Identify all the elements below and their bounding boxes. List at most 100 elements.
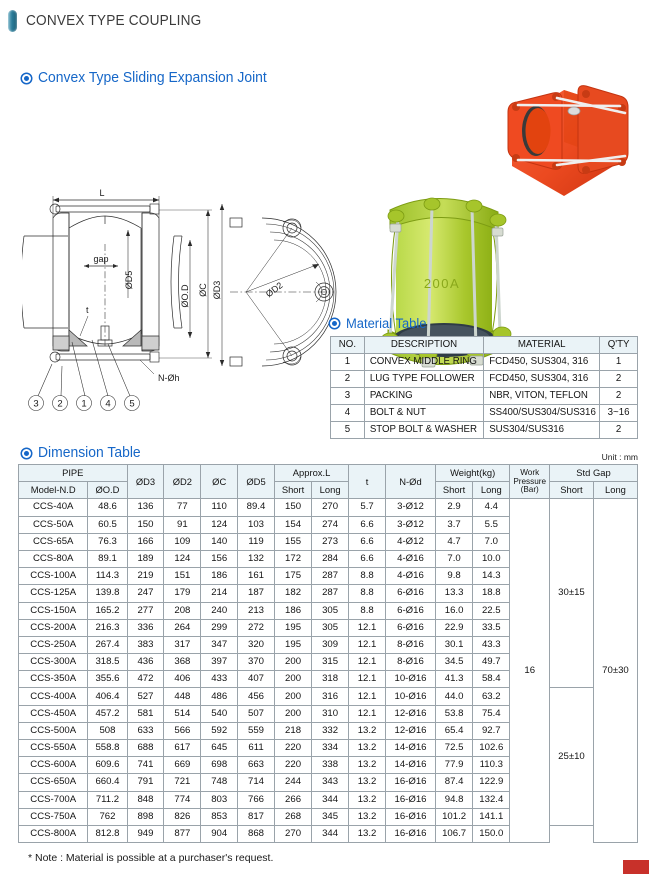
section-heading-material-label: Material Table	[346, 316, 427, 331]
dim-cell-l-long: 334	[311, 738, 350, 758]
material-cell-mat: SS400/SUS304/SUS316	[483, 404, 601, 422]
dim-cell-w-short: 22.9	[434, 618, 474, 637]
material-cell-qty: 2	[599, 387, 638, 405]
dim-cell-od: 406.4	[87, 687, 128, 706]
dim-cell-d3: 949	[126, 824, 165, 844]
dim-cell-nod: 4-Ø12	[384, 532, 436, 551]
dim-cell-std-gap-short-group1: 30±15	[549, 498, 594, 689]
dim-cell-t: 8.8	[348, 567, 386, 586]
drawing-label-d5: ØD5	[124, 271, 134, 290]
dim-cell-nod: 4-Ø16	[384, 549, 436, 569]
dim-cell-nod: 8-Ø16	[384, 653, 436, 672]
product-photos: 200A	[352, 62, 642, 368]
dim-cell-w-long: 18.8	[472, 584, 511, 603]
drawing-callout-2: 2	[57, 399, 62, 410]
dim-cell-d3: 150	[126, 515, 165, 534]
table-row: 3 PACKING NBR, VITON, TEFLON 2	[330, 387, 638, 405]
dim-cell-l-long: 270	[311, 498, 350, 517]
dim-cell-l-short: 195	[273, 618, 313, 637]
dim-cell-nod: 8-Ø16	[384, 635, 436, 655]
dim-cell-t: 12.1	[348, 670, 386, 689]
dim-cell-od: 60.5	[87, 515, 128, 534]
dim-cell-od: 609.6	[87, 756, 128, 775]
dim-cell-model: CCS-700A	[17, 790, 89, 809]
dim-cell-nod: 6-Ø16	[384, 584, 436, 603]
dim-cell-nod: 16-Ø16	[384, 807, 436, 826]
material-cell-no: 1	[330, 353, 365, 371]
dim-cell-d5: 213	[237, 601, 275, 620]
dim-sub-gap-long: Long	[592, 481, 639, 500]
dim-cell-t: 6.6	[348, 549, 386, 569]
dim-cell-l-short: 195	[273, 635, 313, 655]
dim-sub-gap-short: Short	[549, 481, 594, 500]
dim-cell-c: 140	[200, 532, 239, 551]
dim-cell-c: 748	[200, 773, 239, 792]
dim-cell-d2: 514	[163, 704, 202, 723]
dim-cell-l-long: 318	[311, 670, 350, 689]
dim-col-d5: ØD5	[237, 463, 275, 500]
dim-cell-d3: 219	[126, 567, 165, 586]
dim-cell-d3: 166	[126, 532, 165, 551]
dim-cell-l-short: 172	[273, 549, 313, 569]
dim-cell-model: CCS-550A	[17, 738, 89, 758]
section-heading-joint: Convex Type Sliding Expansion Joint	[22, 70, 276, 86]
dim-cell-d2: 406	[163, 670, 202, 689]
dim-cell-t: 13.2	[348, 773, 386, 792]
material-cell-desc: CONVEX MIDDLE RING	[363, 353, 485, 371]
technical-drawing: L gap t N-Øh ØD5 ØO.D ØC ØD3 ØD2 3 2 1 4…	[22, 178, 342, 418]
dim-cell-model: CCS-350A	[17, 670, 89, 689]
dim-col-std-gap: Std Gap	[549, 463, 638, 483]
dim-cell-w-short: 53.8	[434, 704, 474, 723]
dim-cell-t: 12.1	[348, 653, 386, 672]
dim-cell-t: 12.1	[348, 687, 386, 706]
dim-cell-d5: 320	[237, 635, 275, 655]
bullet-icon	[22, 448, 31, 458]
dim-cell-nod: 14-Ø16	[384, 756, 436, 775]
corner-mark	[623, 860, 649, 874]
dim-col-weight: Weight(kg)	[434, 463, 511, 483]
dim-cell-d5: 663	[237, 756, 275, 775]
dim-cell-nod: 10-Ø16	[384, 687, 436, 706]
dim-cell-d3: 436	[126, 653, 165, 672]
dim-cell-model: CCS-300A	[17, 653, 89, 672]
dim-cell-l-short: 175	[273, 567, 313, 586]
dim-cell-d5: 456	[237, 687, 275, 706]
dim-cell-t: 13.2	[348, 738, 386, 758]
material-table: NO. DESCRIPTION MATERIAL Q'TY 1 CONVEX M…	[330, 336, 638, 439]
dim-cell-nod: 14-Ø16	[384, 738, 436, 758]
material-cell-mat: SUS304/SUS316	[483, 421, 601, 439]
dim-cell-od: 114.3	[87, 567, 128, 586]
dim-cell-model: CCS-250A	[17, 635, 89, 655]
dim-col-pipe: PIPE	[18, 463, 128, 483]
dim-cell-w-short: 101.2	[434, 807, 474, 826]
material-col-qty: Q'TY	[599, 336, 638, 354]
material-cell-no: 2	[330, 370, 365, 388]
dim-cell-d2: 179	[163, 584, 202, 603]
dim-cell-t: 12.1	[348, 618, 386, 637]
dim-col-c: ØC	[200, 463, 239, 500]
dim-cell-c: 433	[200, 670, 239, 689]
dim-cell-d3: 581	[126, 704, 165, 723]
dim-cell-l-long: 343	[311, 773, 350, 792]
drawing-svg: L gap t N-Øh ØD5 ØO.D ØC ØD3 ØD2 3 2 1 4…	[22, 188, 337, 411]
drawing-callout-3: 3	[33, 399, 38, 410]
table-row: 4 BOLT & NUT SS400/SUS304/SUS316 3~16	[330, 404, 638, 422]
dim-cell-l-short: 155	[273, 532, 313, 551]
dim-cell-w-short: 77.9	[434, 756, 474, 775]
dim-cell-od: 48.6	[87, 498, 128, 517]
dim-cell-w-short: 41.3	[434, 670, 474, 689]
drawing-label-c: ØC	[198, 283, 208, 297]
dim-cell-d2: 77	[163, 498, 202, 517]
dim-cell-d5: 817	[237, 807, 275, 826]
drawing-label-od: ØO.D	[180, 284, 190, 308]
dim-cell-d2: 124	[163, 549, 202, 569]
dim-cell-d5: 559	[237, 721, 275, 741]
dim-cell-d2: 317	[163, 635, 202, 655]
dim-sub-w-long: Long	[472, 481, 511, 500]
dim-cell-c: 486	[200, 687, 239, 706]
dim-col-d2: ØD2	[163, 463, 202, 500]
dim-cell-d2: 826	[163, 807, 202, 826]
